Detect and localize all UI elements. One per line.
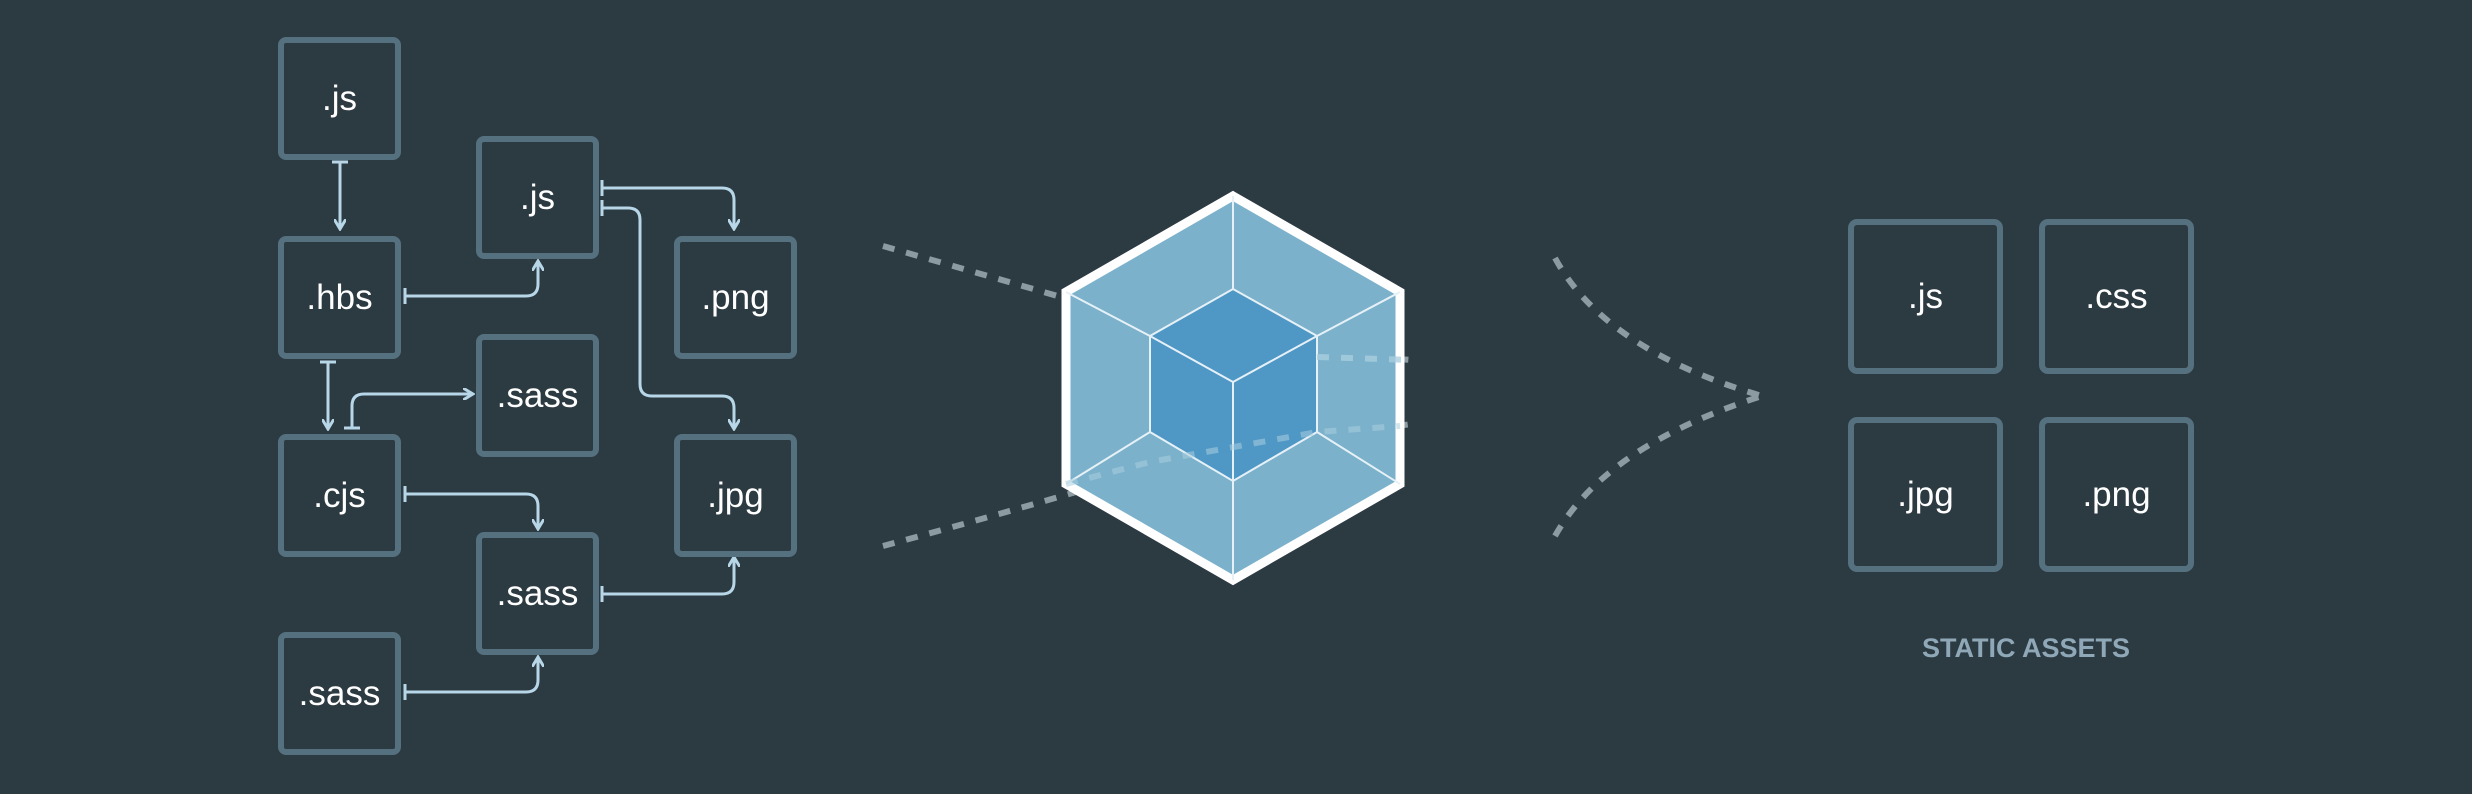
file-box-js-top: .js xyxy=(278,37,401,160)
file-label: .hbs xyxy=(306,278,372,317)
asset-label: .js xyxy=(1908,277,1943,316)
asset-label: .png xyxy=(2082,475,2150,514)
connector-hbs-to-js xyxy=(405,262,538,298)
webpack-cube-icon xyxy=(1061,190,1413,586)
file-box-jpg: .jpg xyxy=(674,434,797,557)
flow-out-bottom xyxy=(1552,393,1763,538)
file-label: .sass xyxy=(299,674,381,713)
source-modules: .js .hbs .cjs .sass .js .sass .sass .pn xyxy=(278,37,797,755)
connector-cjs-to-sass xyxy=(350,394,472,428)
connector-js-to-png xyxy=(602,186,734,228)
file-label: .sass xyxy=(497,376,579,415)
asset-box-js: .js xyxy=(1848,219,2003,374)
flow-out-top xyxy=(1552,256,1763,399)
file-box-hbs: .hbs xyxy=(278,236,401,359)
asset-label: .jpg xyxy=(1897,475,1953,514)
file-label: .js xyxy=(520,178,555,217)
file-box-js-mid: .js xyxy=(476,136,599,259)
asset-box-css: .css xyxy=(2039,219,2194,374)
asset-box-jpg: .jpg xyxy=(1848,417,2003,572)
file-box-cjs: .cjs xyxy=(278,434,401,557)
file-box-sass-low: .sass xyxy=(476,532,599,655)
file-label: .js xyxy=(322,79,357,118)
static-assets: .js .css .jpg .png STATIC ASSETS xyxy=(1848,219,2194,663)
file-label: .cjs xyxy=(313,476,366,515)
file-label: .sass xyxy=(497,574,579,613)
connector-cjs-to-sass-mid xyxy=(405,492,538,528)
asset-label: .css xyxy=(2085,277,2147,316)
asset-box-png: .png xyxy=(2039,417,2194,572)
file-box-png: .png xyxy=(674,236,797,359)
connector-js-to-jpg xyxy=(602,206,734,428)
dependency-connectors xyxy=(320,160,734,700)
file-label: .jpg xyxy=(707,476,763,515)
connector-sass-to-jpg xyxy=(602,558,734,596)
file-box-sass-mid: .sass xyxy=(476,334,599,457)
static-assets-caption: STATIC ASSETS xyxy=(1922,633,2130,663)
connector-sass-to-sass xyxy=(405,658,538,694)
file-label: .png xyxy=(701,278,769,317)
file-box-sass-bottom: .sass xyxy=(278,632,401,755)
